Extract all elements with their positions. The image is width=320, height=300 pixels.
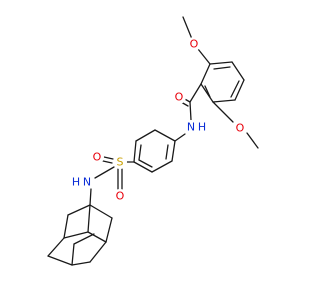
atom-nh-amide-label: N: [187, 121, 195, 134]
atom-label-layer: O O N H O S O O H: [70, 37, 247, 203]
atom-nh-amide: N H: [184, 120, 208, 134]
bond-o-methyl-bottom: [246, 132, 259, 149]
bond-ring2-inner-1: [165, 144, 169, 160]
atom-o-sulfonyl-bottom: O: [113, 189, 127, 203]
structure-canvas: O O N H O S O O H: [47, 16, 259, 266]
bond-ada-6: [89, 241, 107, 263]
atom-h-sulfonamide-label: H: [72, 176, 80, 189]
bond-carbonyl-n: [189, 101, 192, 121]
bond-ring1-inner-2: [230, 80, 240, 98]
bond-ada-5: [71, 261, 91, 266]
bond-ada-7: [105, 217, 113, 243]
bond-ring1-inner-1: [213, 66, 231, 70]
bond-ring1-a: [209, 61, 233, 65]
bond-layer: [47, 16, 259, 266]
bond-ring1-f: [200, 63, 211, 85]
bond-ring1-e: [200, 83, 214, 103]
bond-s-n: [94, 166, 115, 179]
atom-o-methoxy-bottom-label: O: [236, 122, 245, 135]
bond-ada-8: [89, 204, 113, 219]
bond-ring1-d: [212, 99, 236, 103]
atom-o-sulfonyl-left-label: O: [93, 151, 102, 164]
bond-ring2-inner-2: [138, 144, 142, 161]
atom-o-carbonyl: O: [172, 90, 186, 104]
bond-ada-2: [63, 214, 69, 239]
atom-nh-sulfonamide: H N: [70, 175, 94, 189]
bond-ada-9: [87, 204, 91, 233]
bond-ring2-d: [133, 140, 137, 163]
bond-ada-11: [63, 231, 89, 239]
bond-ring-carbonyl: [189, 83, 202, 103]
atom-o-methoxy-top-label: O: [190, 38, 199, 51]
bond-so-left-2: [102, 160, 113, 164]
bond-ada-10: [87, 231, 107, 243]
atom-o-sulfonyl-left: O: [90, 150, 104, 164]
bond-ada-13: [73, 233, 95, 245]
bond-ring1-b: [231, 61, 245, 81]
bond-ring2-b: [151, 160, 173, 173]
bond-n-adamantane: [89, 188, 92, 206]
atom-o-methoxy-bottom: O: [233, 121, 247, 135]
bond-ring1-inner-3: [204, 85, 211, 98]
atom-n-sulfonamide-label: N: [83, 176, 91, 189]
bond-ada-1: [67, 204, 91, 216]
bond-ring2-inner-3: [138, 159, 153, 168]
atom-s-sulfonyl-label: S: [117, 156, 124, 169]
bond-ring1-c: [234, 79, 245, 101]
bond-ring2-f: [154, 129, 176, 142]
bond-ada-3: [47, 237, 65, 257]
bond-ada-12: [71, 243, 75, 266]
atom-h-amide-label: H: [198, 121, 206, 134]
atom-o-methoxy-top: O: [187, 37, 201, 51]
bond-ring2-a: [171, 140, 176, 162]
atom-o-sulfonyl-bottom-label: O: [116, 190, 125, 203]
bond-ring2-c: [133, 161, 153, 173]
molecule-structure: O O N H O S O O H: [47, 16, 259, 266]
bond-ada-4: [47, 255, 73, 266]
bond-so-left-1: [103, 156, 114, 160]
atom-s-sulfonyl: S: [113, 155, 127, 169]
bond-ring-o-bottom: [212, 101, 234, 123]
bond-n-phenyl: [174, 133, 186, 142]
bond-ring2-e: [135, 129, 156, 142]
atom-o-carbonyl-label: O: [175, 91, 184, 104]
